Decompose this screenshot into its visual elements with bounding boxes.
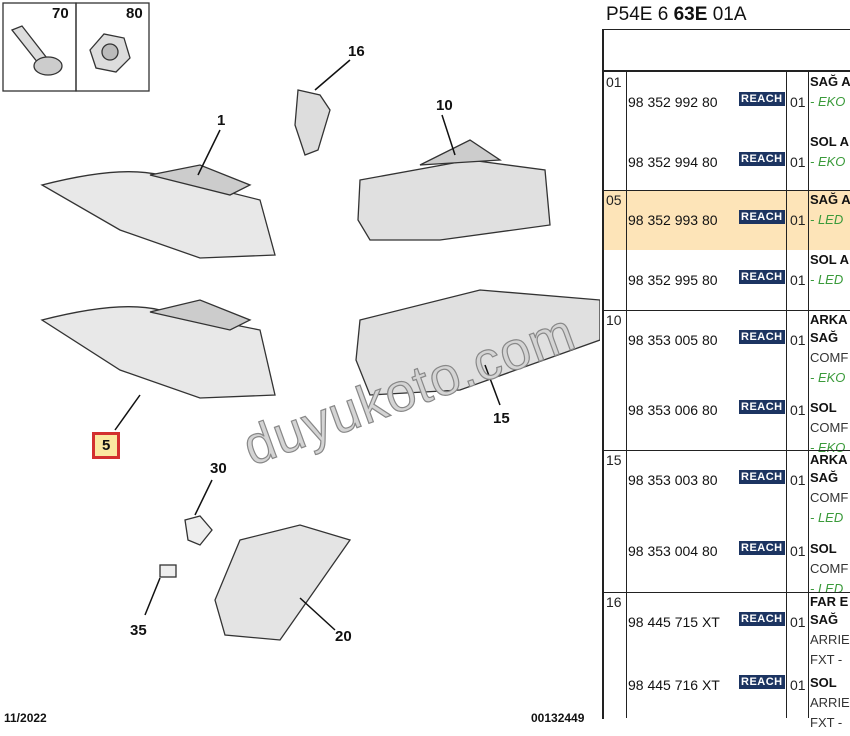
quantity: 01 xyxy=(790,402,806,418)
desc-header: ARKA xyxy=(810,452,848,467)
quantity: 01 xyxy=(790,332,806,348)
desc-header: ARKA xyxy=(810,312,848,327)
description-line: SAĞ A xyxy=(810,74,850,89)
quantity: 01 xyxy=(790,677,806,693)
callout-16: 16 xyxy=(348,43,365,60)
date-label: 11/2022 xyxy=(4,711,47,725)
description-line: SOL A xyxy=(810,252,850,267)
callout-5-highlighted[interactable]: 5 xyxy=(92,432,121,459)
inset-box-80 xyxy=(75,2,150,92)
description-line: SAĞ A xyxy=(810,192,850,207)
reach-badge: REACH xyxy=(739,210,785,224)
figure-number: 00132449 xyxy=(531,711,585,725)
ref-number: 05 xyxy=(606,192,622,208)
reach-badge: REACH xyxy=(739,470,785,484)
ref-number: 01 xyxy=(606,74,622,90)
parts-diagram: 70 80 16 1 10 5 15 30 35 20 duyukoto.com… xyxy=(2,2,601,725)
table-title: P54E 6 63E 01A xyxy=(606,4,747,25)
callout-1: 1 xyxy=(217,112,226,129)
callout-35: 35 xyxy=(130,622,147,639)
description-line: COMF xyxy=(810,420,849,435)
description-line: - LED xyxy=(810,510,844,525)
callout-15: 15 xyxy=(493,410,510,427)
bulb-35 xyxy=(159,564,177,578)
callout-80: 80 xyxy=(126,5,143,22)
description-line: ARRIE xyxy=(810,632,850,647)
reach-badge: REACH xyxy=(739,400,785,414)
quantity: 01 xyxy=(790,212,806,228)
callout-10: 10 xyxy=(436,97,453,114)
lamp-5 xyxy=(40,299,276,399)
lamp-1 xyxy=(40,164,276,259)
part-number[interactable]: 98 352 995 80 xyxy=(628,272,718,288)
description-line: COMF xyxy=(810,561,849,576)
part-number[interactable]: 98 445 715 XT xyxy=(628,614,720,630)
description-line: - LED xyxy=(810,272,844,287)
bulb-30 xyxy=(184,515,213,546)
quantity: 01 xyxy=(790,154,806,170)
part-number[interactable]: 98 353 005 80 xyxy=(628,332,718,348)
reach-badge: REACH xyxy=(739,92,785,106)
callout-70: 70 xyxy=(52,5,69,22)
description-line: - EKO xyxy=(810,94,846,109)
description-line: SAĞ xyxy=(810,470,839,485)
quantity: 01 xyxy=(790,94,806,110)
quantity: 01 xyxy=(790,614,806,630)
lamp-15 xyxy=(355,289,601,396)
description-line: SOL xyxy=(810,675,837,690)
exploded-view xyxy=(2,2,601,641)
reach-badge: REACH xyxy=(739,330,785,344)
part-number[interactable]: 98 353 006 80 xyxy=(628,402,718,418)
part-number[interactable]: 98 352 992 80 xyxy=(628,94,718,110)
nut-icon xyxy=(89,33,131,73)
description-line: - EKO xyxy=(810,370,846,385)
description-line: SAĞ xyxy=(810,612,839,627)
reach-badge: REACH xyxy=(739,612,785,626)
description-line: FXT - xyxy=(810,652,843,667)
reach-badge: REACH xyxy=(739,675,785,689)
quantity: 01 xyxy=(790,543,806,559)
callout-20: 20 xyxy=(335,628,352,645)
description-line: SAĞ xyxy=(810,330,839,345)
bracket-16 xyxy=(294,89,331,156)
description-line: SOL xyxy=(810,400,837,415)
desc-header: FAR E xyxy=(810,594,849,609)
reach-badge: REACH xyxy=(739,152,785,166)
quantity: 01 xyxy=(790,272,806,288)
description-line: - EKO xyxy=(810,440,846,455)
description-line: FXT - xyxy=(810,715,843,730)
description-line: SOL A xyxy=(810,134,850,149)
screw-icon xyxy=(10,25,63,76)
reach-badge: REACH xyxy=(739,270,785,284)
ref-number: 15 xyxy=(606,452,622,468)
part-number[interactable]: 98 352 993 80 xyxy=(628,212,718,228)
leader-lines xyxy=(114,59,501,631)
description-line: SOL xyxy=(810,541,837,556)
description-line: ARRIE xyxy=(810,695,850,710)
reach-badge: REACH xyxy=(739,541,785,555)
part-number[interactable]: 98 352 994 80 xyxy=(628,154,718,170)
description-line: - LED xyxy=(810,212,844,227)
ref-number: 16 xyxy=(606,594,622,610)
description-line: COMF xyxy=(810,350,849,365)
part-number[interactable]: 98 445 716 XT xyxy=(628,677,720,693)
quantity: 01 xyxy=(790,472,806,488)
ref-number: 10 xyxy=(606,312,622,328)
part-number[interactable]: 98 353 003 80 xyxy=(628,472,718,488)
lamp-20 xyxy=(214,524,352,641)
part-number[interactable]: 98 353 004 80 xyxy=(628,543,718,559)
lamp-10 xyxy=(357,139,551,241)
description-line: COMF xyxy=(810,490,849,505)
description-line: - EKO xyxy=(810,154,846,169)
callout-30: 30 xyxy=(210,460,227,477)
